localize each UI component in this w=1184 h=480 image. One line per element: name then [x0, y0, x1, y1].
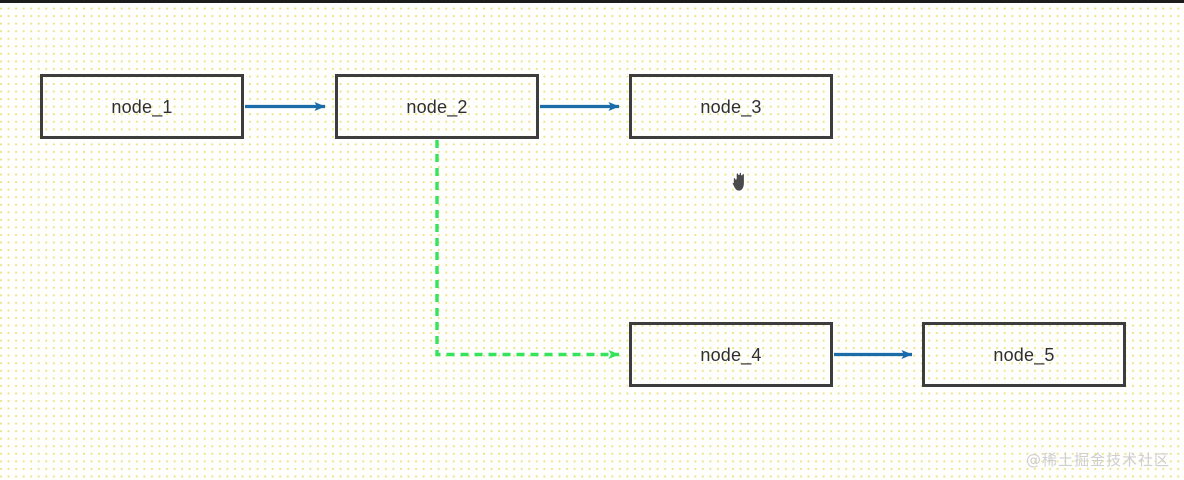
- node-node_2[interactable]: node_2: [335, 74, 539, 139]
- watermark: @稀土掘金技术社区: [1025, 451, 1170, 469]
- node-node_1[interactable]: node_1: [40, 74, 244, 139]
- canvas-top-border: [0, 0, 1184, 3]
- node-node_4[interactable]: node_4: [629, 322, 833, 387]
- node-node_3[interactable]: node_3: [629, 74, 833, 139]
- node-node_5[interactable]: node_5: [922, 322, 1126, 387]
- node-label: node_3: [700, 96, 762, 117]
- node-label: node_4: [700, 344, 762, 365]
- grab-hand-cursor-icon: [730, 171, 746, 193]
- node-label: node_2: [406, 96, 468, 117]
- node-label: node_5: [993, 344, 1055, 365]
- node-label: node_1: [111, 96, 173, 117]
- edge-node2-node4[interactable]: [435, 140, 620, 359]
